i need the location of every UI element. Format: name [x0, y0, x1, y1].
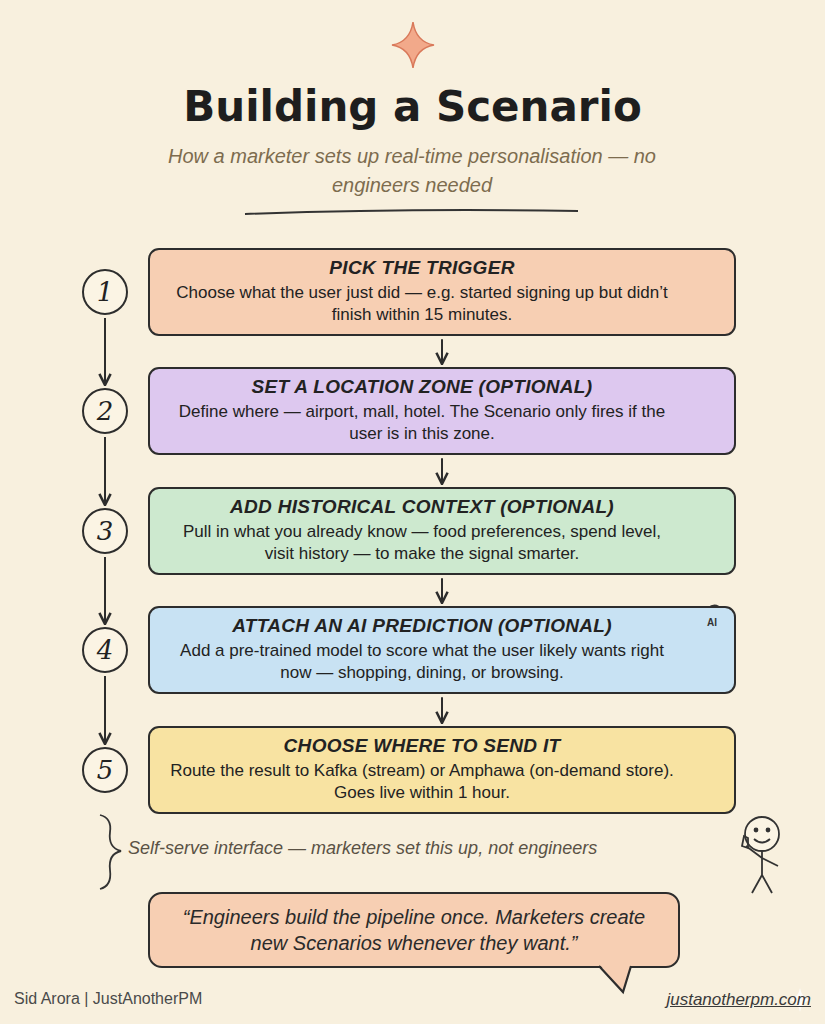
step-description: Route the result to Kafka (stream) or Am…	[170, 760, 674, 804]
quote-bubble: “Engineers build the pipeline once. Mark…	[148, 892, 680, 968]
flow-arrow	[441, 697, 443, 723]
step-box: SET A LOCATION ZONE (OPTIONAL) Define whe…	[148, 367, 736, 455]
step-number-circle: 3	[82, 508, 128, 554]
step-description: Define where — airport, mall, hotel. The…	[170, 401, 674, 445]
flow-arrow	[104, 557, 106, 624]
website: justanotherpm.com	[560, 990, 811, 1010]
step-number-circle: 5	[82, 747, 128, 793]
title: Building a Scenario	[0, 82, 825, 131]
flow-arrow	[104, 318, 106, 385]
step-description: Pull in what you already know — food pre…	[170, 521, 674, 565]
step-number: 2	[97, 396, 114, 426]
step-description: Choose what the user just did — e.g. sta…	[170, 282, 674, 326]
step-box: ATTACH AN AI PREDICTION (OPTIONAL) Add a …	[148, 606, 736, 694]
flow-arrow	[441, 458, 443, 484]
step-box: ADD HISTORICAL CONTEXT (OPTIONAL) Pull in…	[148, 487, 736, 575]
flow-arrow	[441, 578, 443, 603]
star-icon	[392, 22, 434, 68]
step-box: CHOOSE WHERE TO SEND IT Route the result …	[148, 726, 736, 814]
step-heading: ATTACH AN AI PREDICTION (OPTIONAL)	[232, 615, 612, 637]
step-number-circle: 4	[82, 627, 128, 673]
subtitle: How a marketer sets up real-time persona…	[167, 142, 657, 200]
flow-arrow	[441, 339, 443, 364]
step-number-circle: 1	[82, 269, 128, 315]
step-heading: PICK THE TRIGGER	[329, 257, 514, 279]
step-number: 1	[97, 277, 114, 307]
step-number: 4	[97, 635, 114, 665]
flow-arrow	[104, 676, 106, 744]
icon-text: AI	[700, 617, 724, 628]
step-number: 5	[97, 755, 114, 785]
step-box: PICK THE TRIGGER Choose what the user jus…	[148, 248, 736, 336]
step-number: 3	[97, 516, 114, 546]
step-description: Add a pre-trained model to score what th…	[170, 640, 674, 684]
quote-text: “Engineers build the pipeline once. Mark…	[168, 904, 660, 956]
flow-arrow	[104, 437, 106, 505]
bubble-tail	[595, 962, 645, 996]
brace	[100, 815, 121, 889]
step-heading: SET A LOCATION ZONE (OPTIONAL)	[252, 376, 593, 398]
note: Self-serve interface — marketers set thi…	[128, 838, 748, 859]
stick-figure	[742, 817, 779, 893]
author: Sid Arora | JustAnotherPM	[14, 990, 202, 1008]
step-heading: ADD HISTORICAL CONTEXT (OPTIONAL)	[230, 496, 614, 518]
step-number-circle: 2	[82, 388, 128, 434]
step-heading: CHOOSE WHERE TO SEND IT	[284, 735, 561, 757]
title-underline	[245, 210, 578, 214]
